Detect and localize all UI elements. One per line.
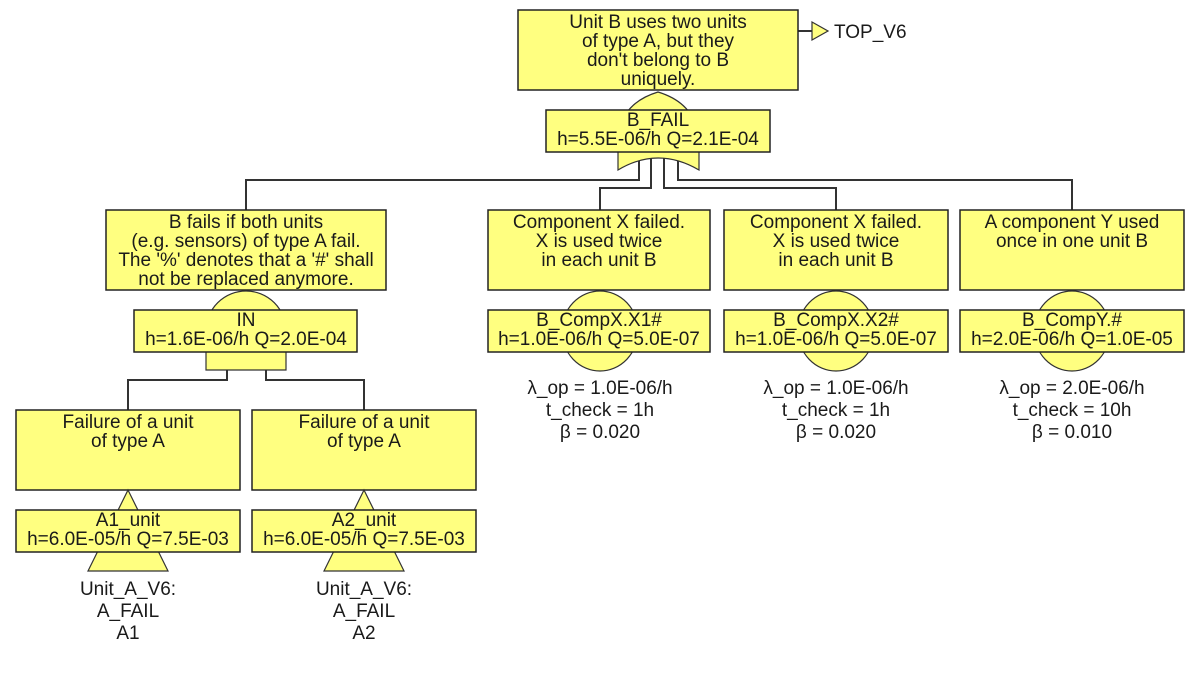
connector-or-to-event-x1	[599, 152, 652, 210]
transfer-in-id-box[interactable]	[251, 509, 477, 553]
basic-event-description-line: in each unit B	[541, 250, 656, 271]
basic-event-description-box[interactable]	[959, 209, 1185, 291]
basic-event-values: h=1.0E-06/h Q=5.0E-07	[735, 329, 937, 350]
basic-event-param: λ_op = 2.0E-06/h	[999, 378, 1144, 399]
basic-event-param: t_check = 1h	[782, 400, 890, 421]
basic-event-param: t_check = 1h	[546, 400, 654, 421]
basic-event-description-line: A component Y used	[985, 212, 1160, 233]
transfer-in-values: h=6.0E-05/h Q=7.5E-03	[27, 529, 229, 550]
and-gate-node[interactable]: B fails if both units (e.g. sensors) of …	[105, 209, 387, 371]
transfer-in-description-box[interactable]	[251, 409, 477, 491]
basic-event-node[interactable]: Component X failed. X is used twice in e…	[487, 209, 711, 443]
top-description-line: Unit B uses two units	[569, 12, 746, 33]
and-description-box[interactable]	[105, 209, 387, 291]
transfer-in-values: h=6.0E-05/h Q=7.5E-03	[263, 529, 465, 550]
basic-event-param: β = 0.020	[560, 422, 640, 443]
and-description-line: (e.g. sensors) of type A fail.	[131, 231, 360, 252]
basic-event-id-box[interactable]	[959, 309, 1185, 353]
basic-event-values: h=2.0E-06/h Q=1.0E-05	[971, 329, 1173, 350]
transfer-in-node[interactable]: Failure of a unit of type A A1_unit h=6.…	[15, 409, 241, 644]
basic-event-param: λ_op = 1.0E-06/h	[527, 378, 672, 399]
and-description-line: B fails if both units	[169, 212, 323, 233]
top-description-box[interactable]	[517, 9, 799, 91]
basic-event-description-box[interactable]	[723, 209, 949, 291]
transfer-in-reference-line: A1	[116, 623, 139, 644]
transfer-in-description-line: of type A	[91, 431, 165, 452]
transfer-in-id-box[interactable]	[15, 509, 241, 553]
transfer-in-id: A1_unit	[96, 510, 161, 531]
and-gate-values: h=1.6E-06/h Q=2.0E-04	[145, 329, 347, 350]
basic-event-description-line: in each unit B	[778, 250, 893, 271]
transfer-out-triangle-icon[interactable]	[811, 20, 830, 42]
transfer-in-reference-line: A_FAIL	[333, 601, 395, 622]
basic-event-node[interactable]: A component Y used once in one unit B B_…	[959, 209, 1185, 443]
basic-event-description-line: Component X failed.	[513, 212, 685, 233]
basic-event-description-line: X is used twice	[773, 231, 900, 252]
connector-or-to-event-x2	[663, 152, 837, 210]
basic-event-node[interactable]: Component X failed. X is used twice in e…	[723, 209, 949, 443]
basic-event-param: t_check = 10h	[1013, 400, 1132, 421]
transfer-in-description-line: of type A	[327, 431, 401, 452]
transfer-in-id: A2_unit	[332, 510, 397, 531]
basic-event-id: B_CompX.X2#	[773, 310, 899, 331]
connectors	[127, 30, 1073, 410]
basic-event-description-box[interactable]	[487, 209, 711, 291]
basic-event-description-line: Component X failed.	[750, 212, 922, 233]
basic-event-description-line: X is used twice	[536, 231, 663, 252]
top-description-line: of type A, but they	[582, 31, 735, 52]
basic-event-id-box[interactable]	[723, 309, 949, 353]
connector-or-to-and-gate	[245, 152, 640, 210]
top-description-line: uniquely.	[621, 69, 696, 90]
top-gate-node[interactable]: Unit B uses two units of type A, but the…	[517, 9, 907, 172]
basic-event-param: β = 0.010	[1032, 422, 1112, 443]
transfer-in-reference-line: Unit_A_V6:	[80, 579, 176, 600]
transfer-in-description-line: Failure of a unit	[299, 412, 431, 433]
basic-event-id-box[interactable]	[487, 309, 711, 353]
transfer-out-label[interactable]: TOP_V6	[834, 22, 907, 43]
connector-or-to-event-y	[677, 152, 1073, 210]
and-gate-id: IN	[237, 310, 256, 331]
basic-event-values: h=1.0E-06/h Q=5.0E-07	[498, 329, 700, 350]
and-description-line: The '%' denotes that a '#' shall	[118, 250, 373, 271]
transfer-in-reference-line: Unit_A_V6:	[316, 579, 412, 600]
transfer-in-node[interactable]: Failure of a unit of type A A2_unit h=6.…	[251, 409, 477, 644]
top-gate-id: B_FAIL	[627, 110, 689, 131]
transfer-in-reference-line: A_FAIL	[97, 601, 159, 622]
and-description-line: not be replaced anymore.	[138, 269, 353, 290]
transfer-in-reference-line: A2	[352, 623, 375, 644]
basic-event-param: β = 0.020	[796, 422, 876, 443]
top-gate-id-box[interactable]	[545, 109, 771, 153]
top-description-line: don't belong to B	[587, 50, 729, 71]
transfer-in-description-line: Failure of a unit	[63, 412, 195, 433]
basic-event-id: B_CompX.X1#	[536, 310, 662, 331]
basic-event-id: B_CompY.#	[1022, 310, 1122, 331]
basic-event-param: λ_op = 1.0E-06/h	[763, 378, 908, 399]
basic-event-description-line: once in one unit B	[996, 231, 1148, 252]
top-gate-values: h=5.5E-06/h Q=2.1E-04	[557, 129, 759, 150]
and-gate-id-box[interactable]	[133, 309, 358, 353]
